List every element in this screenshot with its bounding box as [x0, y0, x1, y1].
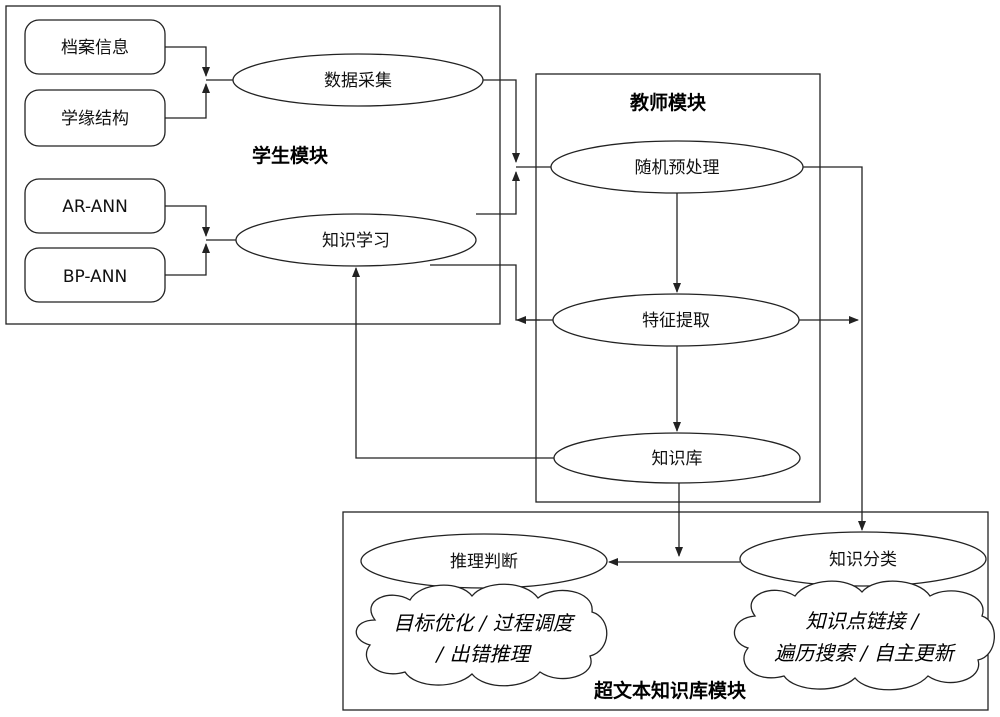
data-collection-label: 数据采集: [324, 71, 392, 91]
left-cloud-line2: / 出错推理: [434, 642, 532, 666]
ar-ann-label: AR-ANN: [62, 197, 128, 217]
knowledge-learning-label: 知识学习: [322, 231, 390, 251]
connector-education: [165, 83, 210, 119]
right-cloud-line1: 知识点链接 /: [805, 609, 920, 633]
knowledge-classification-label: 知识分类: [829, 550, 897, 570]
hypertext-module-title: 超文本知识库模块: [593, 679, 747, 702]
reasoning-label: 推理判断: [450, 552, 518, 572]
bp-ann-label: BP-ANN: [63, 267, 127, 287]
student-module-title: 学生模块: [252, 144, 329, 167]
knowledge-base-label: 知识库: [652, 449, 703, 469]
left-cloud-shape: [355, 583, 608, 687]
left-cloud-line1: 目标优化 / 过程调度: [393, 611, 575, 635]
connector-preprocess-right: [803, 166, 866, 531]
connector-collection-to-preprocess: [483, 79, 520, 163]
feature-extraction-label: 特征提取: [642, 311, 710, 331]
teacher-module-title: 教师模块: [630, 91, 707, 114]
right-cloud-shape: [733, 580, 995, 691]
random-preprocessing-label: 随机预处理: [635, 158, 720, 178]
connector-archive: [165, 46, 210, 77]
education-structure-label: 学缘结构: [61, 109, 129, 129]
connector-kb-to-learning: [352, 267, 554, 459]
connector-bp-ann: [165, 243, 210, 276]
knowledge-classification-ellipse: [739, 531, 987, 587]
right-cloud-line2: 遍历搜索 / 自主更新: [774, 641, 956, 665]
archive-info-label: 档案信息: [61, 38, 129, 58]
connector-learning-to-preprocess: [476, 171, 520, 215]
connector-ar-ann: [165, 205, 210, 237]
